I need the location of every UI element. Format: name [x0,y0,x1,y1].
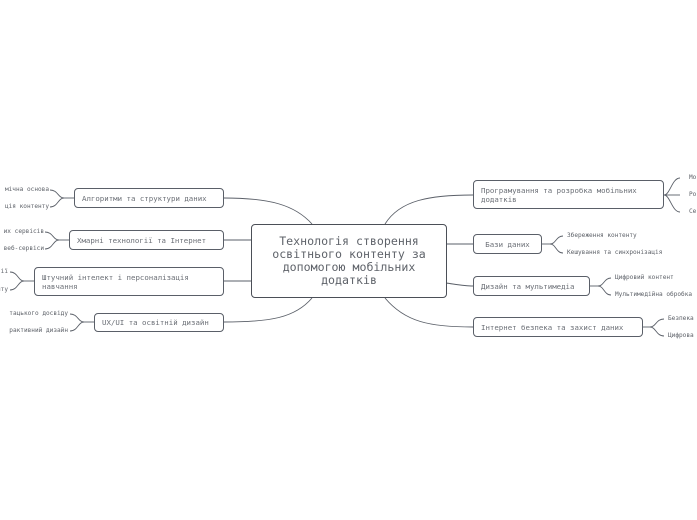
leaf-cloud-2[interactable]: веб-сервіси [3,245,44,252]
leaf-cloud-1[interactable]: их сервісів [3,228,44,235]
leaf-design-2[interactable]: Мультимедійна обробка [615,291,693,298]
leaf-design-1[interactable]: Цифровий контент [615,274,674,281]
leaf-algorithms-2[interactable]: ція контенту [4,203,49,210]
leaf-uxui-2[interactable]: рактивний дизайн [9,327,68,334]
link-central-security [384,297,474,328]
leaf-ai-1[interactable]: ії [0,268,8,275]
branch-design[interactable]: Дизайн та мультимедіа [473,276,590,296]
leaf-algorithms-1[interactable]: мічна основа [4,186,49,193]
branch-uxui[interactable]: UX/UI та освітній дизайн [94,313,224,332]
link-central-algorithms [223,197,313,225]
link-central-uxui [223,297,313,323]
link-central-design [445,282,474,287]
leaf-programming-2[interactable]: Ро [689,191,697,198]
link-central-programming [384,194,474,225]
leaf-databases-2[interactable]: Кешування та синхронізація [567,249,663,256]
leaf-security-2[interactable]: Цифрова [668,332,694,339]
leaf-uxui-1[interactable]: тацького досвіду [9,310,68,317]
leaf-programming-1[interactable]: Мо [689,174,697,181]
branch-security[interactable]: Інтернет безпека та захист даних [473,317,643,337]
leaf-ai-2[interactable]: нту [0,286,8,293]
central-topic[interactable]: Технологія створення освітнього контенту… [251,224,447,298]
leaf-security-1[interactable]: Безпека [668,315,694,322]
branch-algorithms[interactable]: Алгоритми та структури даних [74,188,224,208]
leaf-programming-3[interactable]: Се [689,208,697,215]
branch-databases[interactable]: Бази даних [473,234,542,254]
branch-programming[interactable]: Програмування та розробка мобільних дода… [473,180,664,209]
leaf-databases-1[interactable]: Збереження контенту [567,232,637,239]
branch-cloud[interactable]: Хмарні технології та Інтернет [69,230,224,250]
branch-ai[interactable]: Штучний інтелект і персоналізація навчан… [34,267,224,296]
